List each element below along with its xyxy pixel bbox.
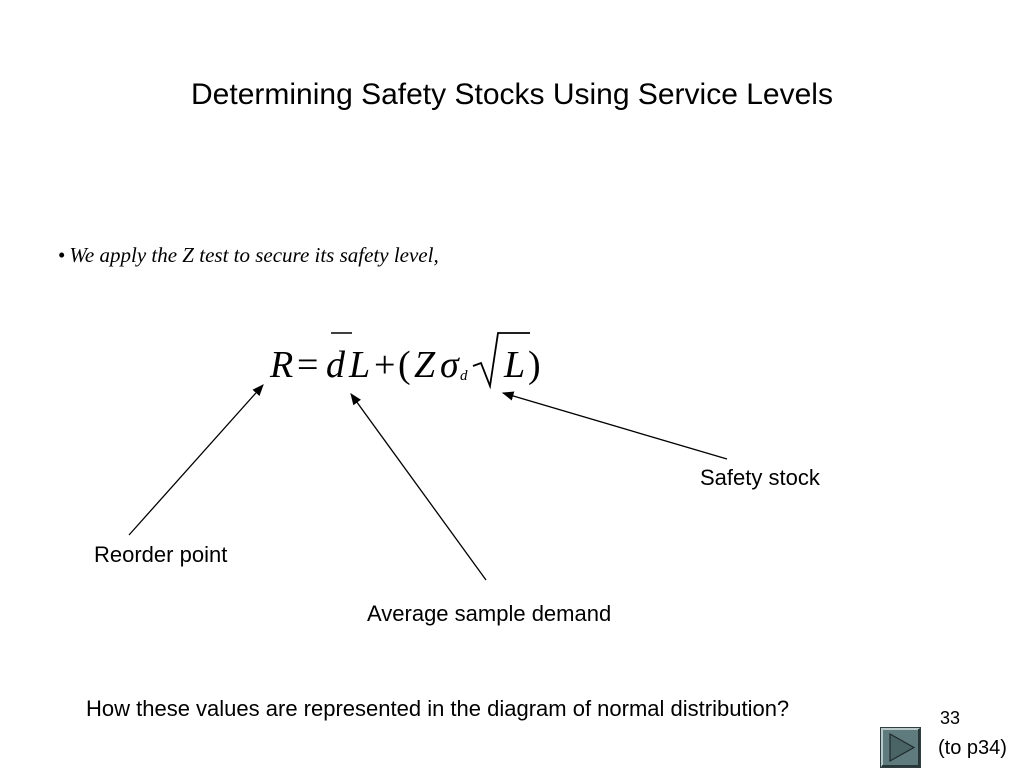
formula-R: R [269, 344, 293, 386]
page-number: 33 [940, 708, 961, 728]
formula-equals: = [297, 344, 318, 386]
formula-L: L [348, 344, 370, 386]
arrow-safety-stock [501, 391, 728, 460]
reorder-point-label: Reorder point [94, 542, 228, 567]
reorder-point-formula: R = d L + ( Z σ d L ) [269, 332, 541, 390]
play-triangle-icon [889, 732, 916, 763]
bullet-marker: • [58, 243, 66, 267]
safety-stock-label: Safety stock [700, 465, 820, 490]
arrow-reorder-point [128, 384, 264, 536]
formula-L-under-root: L [503, 344, 525, 386]
average-sample-demand-label: Average sample demand [367, 601, 612, 626]
formula-plus: + [374, 344, 395, 386]
bullet-item: •We apply the Z test to secure its safet… [58, 243, 439, 268]
formula-sigma: σ [440, 344, 460, 386]
formula-subscript-d: d [460, 368, 468, 384]
formula-Z: Z [414, 344, 436, 386]
formula-right-paren: ) [528, 344, 541, 386]
arrow-average-demand [350, 393, 487, 581]
square-root-sign [472, 332, 530, 390]
formula-d: d [326, 344, 346, 386]
to-page-link[interactable]: (to p34) [938, 737, 1007, 759]
next-slide-button[interactable] [880, 727, 921, 768]
question-text: How these values are represented in the … [86, 696, 790, 721]
formula-left-paren: ( [398, 344, 411, 386]
slide-title: Determining Safety Stocks Using Service … [191, 78, 833, 111]
bullet-text: We apply the Z test to secure its safety… [69, 243, 439, 267]
